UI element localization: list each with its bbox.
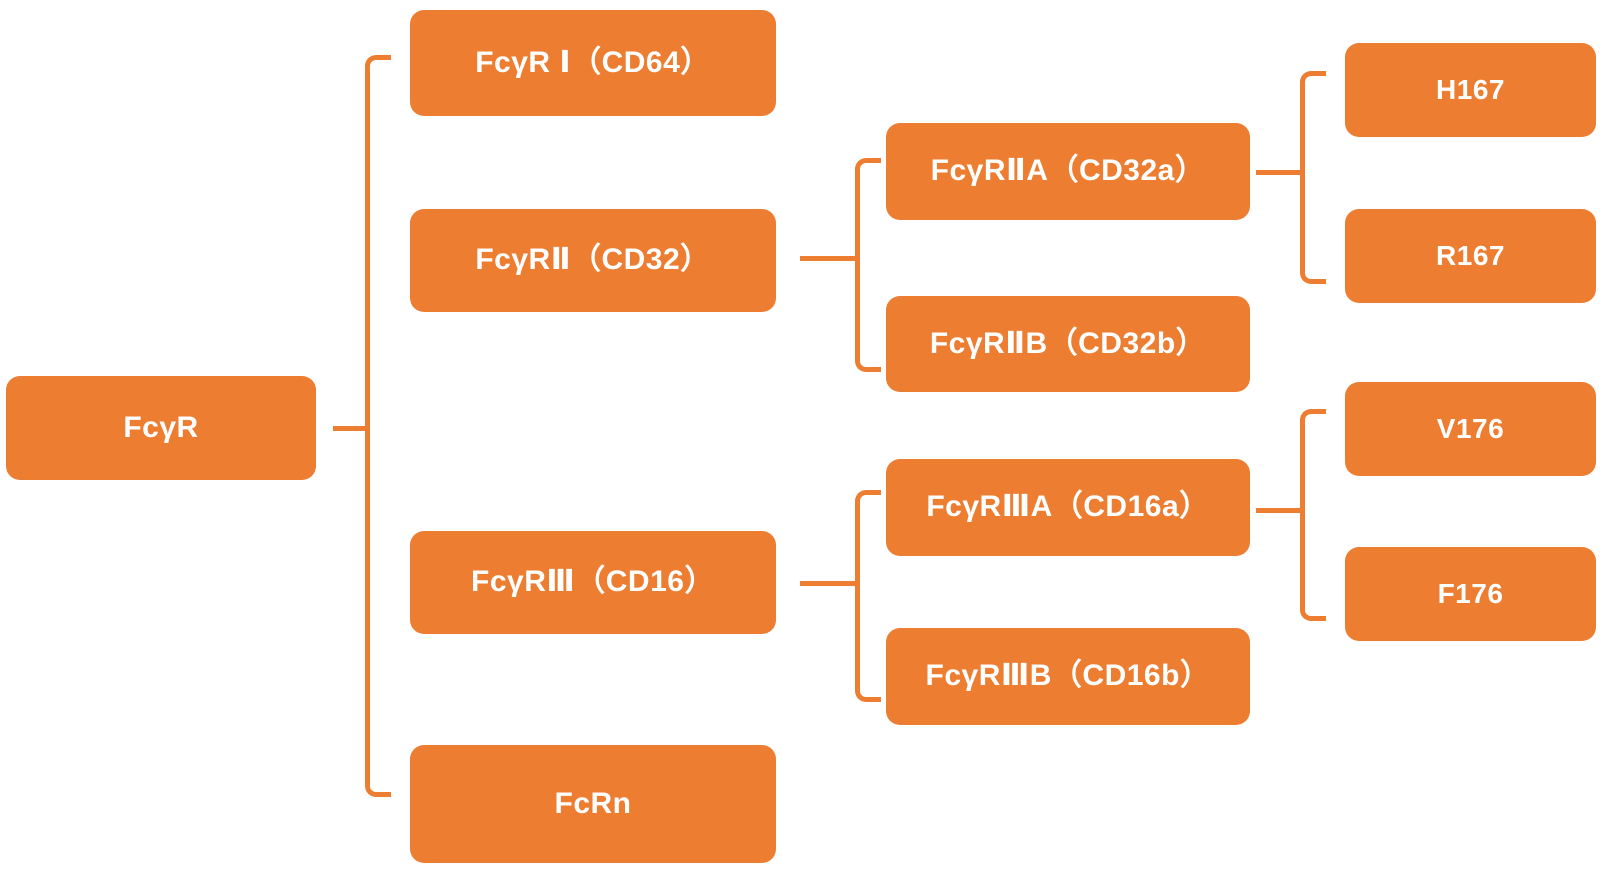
connector-stub-fcgr2 bbox=[800, 256, 858, 261]
bracket-fcgr2-to-level3 bbox=[855, 158, 881, 372]
bracket-fcgr2a-to-level4 bbox=[1300, 71, 1326, 284]
node-fcgr2b-cd32b[interactable]: FcγRⅡB（CD32b） bbox=[886, 296, 1250, 392]
node-fcrn[interactable]: FcRn bbox=[410, 745, 776, 863]
node-fcgr3-cd16[interactable]: FcγRⅢ（CD16） bbox=[410, 531, 776, 634]
connector-stub-fcgr3 bbox=[800, 581, 858, 586]
connector-stub-fcgr2a bbox=[1256, 170, 1304, 175]
node-fcgr3b-cd16b[interactable]: FcγRⅢB（CD16b） bbox=[886, 628, 1250, 725]
node-fcgr1-cd64[interactable]: FcγR Ⅰ（CD64） bbox=[410, 10, 776, 116]
node-fcgr-root[interactable]: FcγR bbox=[6, 376, 316, 480]
bracket-fcgr3a-to-level4 bbox=[1300, 409, 1326, 621]
node-v176[interactable]: V176 bbox=[1345, 382, 1596, 476]
node-r167[interactable]: R167 bbox=[1345, 209, 1596, 303]
node-fcgr2a-cd32a[interactable]: FcγRⅡA（CD32a） bbox=[886, 123, 1250, 220]
connector-stub-fcgr3a bbox=[1256, 508, 1304, 513]
node-fcgr2-cd32[interactable]: FcγRⅡ（CD32） bbox=[410, 209, 776, 312]
node-f176[interactable]: F176 bbox=[1345, 547, 1596, 641]
node-fcgr3a-cd16a[interactable]: FcγRⅢA（CD16a） bbox=[886, 459, 1250, 556]
connector-stub-root bbox=[333, 426, 369, 431]
bracket-fcgr3-to-level3 bbox=[855, 490, 881, 702]
node-h167[interactable]: H167 bbox=[1345, 43, 1596, 137]
